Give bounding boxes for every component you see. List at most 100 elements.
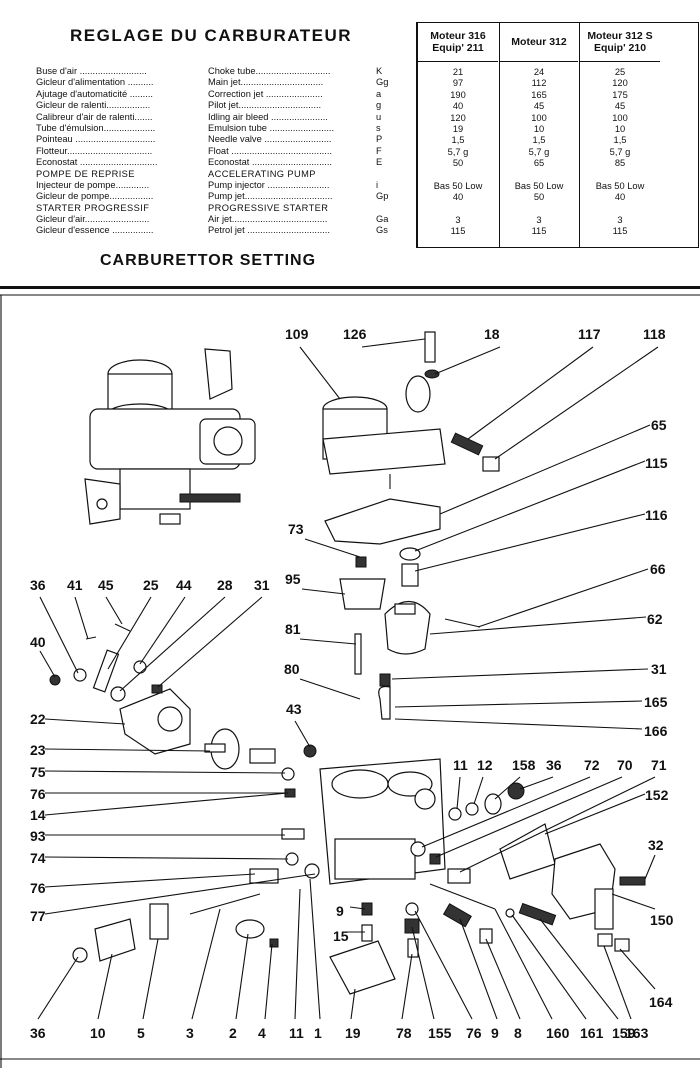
- header-line: Equip' 210: [593, 42, 647, 54]
- spec-label-en: Pilot jet...............................…: [208, 100, 322, 111]
- leader-line: [139, 596, 186, 665]
- table-cell: Bas 50 Low: [433, 180, 483, 191]
- leader-line: [44, 748, 211, 752]
- exploded-view-drawing: [0, 294, 700, 1068]
- callout-126: 126: [343, 326, 367, 342]
- callout-32: 32: [648, 837, 664, 853]
- spec-label-fr: Gicleur d'alimentation ..........: [36, 77, 154, 88]
- callout-152: 152: [645, 787, 669, 803]
- float-part: [384, 600, 431, 655]
- starter-housing-part: [551, 843, 616, 930]
- callout-66: 66: [650, 561, 666, 577]
- callout-9: 9: [491, 1025, 499, 1041]
- leader-line: [485, 938, 521, 1020]
- leader-line: [235, 933, 249, 1020]
- spec-row: Buse d'air ..........................Cho…: [36, 66, 416, 77]
- callout-118: 118: [643, 326, 666, 342]
- screw-77-part: [249, 868, 279, 884]
- spec-symbol: F: [376, 145, 382, 156]
- callout-11: 11: [453, 757, 468, 773]
- leader-line: [391, 668, 649, 680]
- econostat-part: [339, 578, 386, 610]
- leader-line: [439, 424, 651, 515]
- leader-line: [44, 770, 286, 774]
- table-cell: 50: [452, 158, 464, 169]
- callout-80: 80: [284, 661, 300, 677]
- spec-row: Gicleur d'air.........................Ai…: [36, 214, 416, 225]
- callout-18: 18: [484, 326, 500, 342]
- leader-line: [414, 460, 646, 552]
- table-cell: 190: [450, 89, 466, 100]
- table-cell: Bas 50 Low: [595, 180, 645, 191]
- leader-line: [299, 346, 341, 400]
- spec-row: Ajutage d'automaticité .........Correcti…: [36, 89, 416, 100]
- leader-line: [459, 776, 656, 873]
- spec-row: Econostat ..............................…: [36, 157, 416, 168]
- leader-line: [157, 596, 263, 688]
- leader-line: [304, 538, 361, 558]
- callout-31: 31: [254, 577, 270, 593]
- callout-76: 76: [30, 786, 46, 802]
- spring-9-part: [442, 903, 472, 928]
- callout-159: 159: [612, 1025, 636, 1041]
- leader-line: [434, 346, 501, 375]
- leader-line: [494, 346, 659, 460]
- carburettor-cover: [322, 375, 446, 489]
- callout-71: 71: [651, 757, 667, 773]
- leader-line: [619, 948, 656, 990]
- callout-160: 160: [546, 1025, 570, 1041]
- callout-76: 76: [30, 880, 46, 896]
- spec-label-fr: Flotteur................................…: [36, 145, 153, 156]
- callout-31: 31: [651, 661, 667, 677]
- leader-line: [511, 914, 587, 1020]
- callout-81: 81: [285, 621, 301, 637]
- table-cell: 3: [617, 215, 623, 226]
- cap-163-part: [597, 933, 613, 947]
- table-cell: 65: [533, 158, 545, 169]
- callout-25: 25: [143, 577, 159, 593]
- callout-165: 165: [644, 694, 668, 710]
- pump-cover-part: [119, 688, 191, 755]
- callout-5: 5: [137, 1025, 145, 1041]
- callout-44: 44: [176, 577, 192, 593]
- spec-label-fr: Tube d'émulsion....................: [36, 122, 156, 133]
- callout-11: 11: [289, 1025, 304, 1041]
- table-cell: Bas 50 Low: [514, 180, 564, 191]
- callout-116: 116: [645, 507, 668, 523]
- title-english: CARBURETTOR SETTING: [100, 252, 317, 269]
- callout-36: 36: [30, 577, 46, 593]
- needle-valve-part: [401, 563, 419, 587]
- leader-line: [39, 596, 79, 674]
- header-line: Moteur 316: [430, 30, 486, 42]
- lever-5-part: [149, 903, 169, 940]
- cap-164-part: [614, 938, 630, 952]
- table-cell: 120: [612, 78, 628, 89]
- spec-row: Gicleur de ralenti.................Pilot…: [36, 100, 416, 111]
- spec-row: Pointeau ...............................…: [36, 134, 416, 145]
- table-cell: 21: [452, 67, 464, 77]
- spec-label-en: Petrol jet .............................…: [208, 225, 330, 236]
- table-cell: 45: [614, 101, 626, 112]
- spindle-3-part: [189, 893, 261, 915]
- leader-line: [44, 873, 316, 915]
- table-cell: 10: [533, 123, 545, 134]
- rod-160-part: [429, 883, 496, 910]
- spec-symbol: g: [376, 100, 382, 111]
- callout-70: 70: [617, 757, 633, 773]
- spec-label-fr: Gicleur d'essence ................: [36, 225, 154, 236]
- spec-label-en: Pump injector ........................: [208, 179, 330, 190]
- nut-36b-part: [507, 782, 525, 800]
- spec-row: Gicleur d'alimentation ..........Main je…: [36, 77, 416, 88]
- pump-spring-part: [249, 748, 276, 764]
- leader-line: [611, 893, 656, 910]
- callout-76: 76: [466, 1025, 482, 1041]
- table-cell: 19: [452, 123, 464, 134]
- callout-8: 8: [514, 1025, 522, 1041]
- callout-62: 62: [647, 611, 663, 627]
- table-cell: 40: [452, 101, 464, 112]
- nut-36-part: [73, 668, 87, 682]
- table-cell: 115: [450, 226, 466, 237]
